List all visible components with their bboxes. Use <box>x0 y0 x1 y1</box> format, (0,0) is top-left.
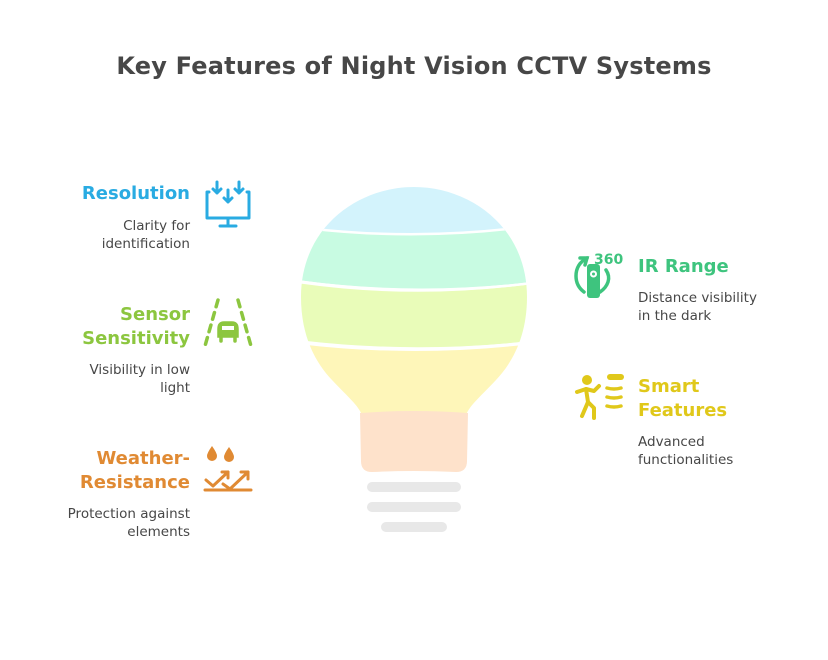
bulb-line-1 <box>367 482 461 492</box>
bulb-band-1 <box>301 187 527 235</box>
ir-desc: Distance visibility in the dark <box>638 289 818 325</box>
smart-title: Smart Features <box>638 375 818 423</box>
bulb-band-2 <box>301 225 527 289</box>
bulb-line-2 <box>367 502 461 512</box>
rain-drops-arrows-icon <box>202 442 254 494</box>
resolution-desc-line-1: Clarity for <box>123 218 190 234</box>
smart-title-line-1: Smart <box>638 376 700 397</box>
resolution-desc-line-2: identification <box>101 236 190 252</box>
bulb-base <box>360 411 468 472</box>
weather-desc-line-1: Protection against <box>67 506 190 522</box>
icon-360-label: 360 <box>594 252 623 268</box>
ir-title: IR Range <box>638 256 729 277</box>
smart-desc-line-2: functionalities <box>638 452 734 468</box>
smart-title-line-2: Features <box>638 400 728 421</box>
weather-title-line-2: Resistance <box>79 472 190 493</box>
weather-title: Weather- Resistance <box>30 447 190 495</box>
camera-360-icon: 360 <box>572 250 624 302</box>
ir-desc-line-2: in the dark <box>638 308 712 324</box>
road-car-icon <box>202 296 254 348</box>
resolution-title: Resolution <box>81 183 190 204</box>
light-bulb-diagram <box>301 187 527 532</box>
bulb-line-3 <box>381 522 447 532</box>
ir-desc-line-1: Distance visibility <box>638 290 757 306</box>
motion-sensor-person-icon <box>574 372 626 424</box>
sensor-title: Sensor Sensitivity <box>40 303 190 351</box>
sensor-desc-line-2: light <box>160 380 190 396</box>
resolution-desc: Clarity for identification <box>20 217 190 253</box>
sensor-title-line-1: Sensor <box>120 304 190 325</box>
weather-title-line-1: Weather- <box>96 448 190 469</box>
smart-desc: Advanced functionalities <box>638 433 818 469</box>
sensor-title-line-2: Sensitivity <box>82 328 190 349</box>
sensor-desc: Visibility in low light <box>20 361 190 397</box>
weather-desc: Protection against elements <box>10 505 190 541</box>
monitor-download-icon <box>202 178 254 230</box>
bulb-band-3 <box>301 282 527 348</box>
smart-desc-line-1: Advanced <box>638 434 705 450</box>
weather-desc-line-2: elements <box>127 524 190 540</box>
sensor-desc-line-1: Visibility in low <box>89 362 190 378</box>
page-title: Key Features of Night Vision CCTV System… <box>116 52 712 80</box>
